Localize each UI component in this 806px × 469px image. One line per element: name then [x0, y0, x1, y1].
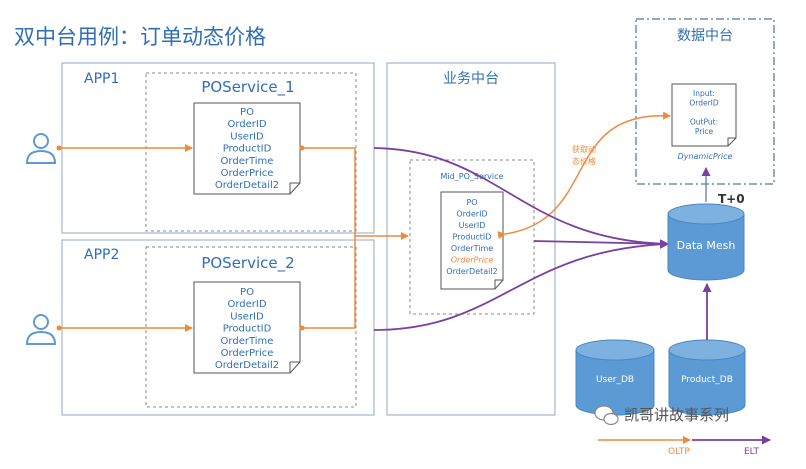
business-center-title: 业务中台 — [443, 71, 499, 87]
product-db-cylinder — [668, 339, 746, 416]
user-db-label: User_DB — [596, 375, 634, 385]
mid-doc-lines: PO OrderID UserID ProductID OrderTimeOrderPr… — [446, 198, 497, 276]
data-center-panel — [635, 18, 775, 185]
fetch-price-label-2: 态价格 — [572, 156, 596, 166]
app1-label: APP1 — [84, 71, 119, 87]
dynamic-price-caption: DynamicPrice — [678, 152, 733, 161]
doc-line: OrderID — [456, 210, 487, 219]
doc-line: OutPut: — [690, 118, 718, 127]
doc-line: UserID — [459, 221, 486, 230]
fetch-dynamic-price-arrow — [497, 111, 671, 239]
doc-line: Price — [695, 127, 714, 136]
user1-icon — [25, 133, 57, 164]
doc-line: OrderTime — [451, 244, 493, 253]
doc-line: UserID — [230, 131, 264, 142]
data-center-title: 数据中台 — [677, 28, 733, 44]
doc-line: OrderID — [689, 99, 719, 108]
user2-icon — [25, 314, 57, 345]
doc-line: OrderTime — [221, 336, 274, 347]
app1-service-title: POService_1 — [201, 78, 294, 97]
mid-doc-fold — [494, 279, 503, 289]
doc-line: PO — [240, 107, 254, 118]
doc-line: OrderPrice — [221, 168, 274, 179]
doc-line: PO — [240, 287, 254, 298]
doc-line: PO — [466, 198, 477, 207]
po1-to-mid-arrow — [302, 147, 409, 240]
app1-po-document — [193, 102, 301, 195]
wechat-logo-icon — [594, 405, 619, 426]
mid-po-service-label: Mid_PO_Service — [441, 172, 504, 181]
app2-doc-fold — [289, 361, 300, 373]
page-title: 双中台用例：订单动态价格 — [14, 25, 266, 49]
watermark-text: 凯哥讲故事系列 — [624, 406, 729, 424]
app2-label: APP2 — [84, 247, 119, 263]
fetch-price-label-1: 获取动 — [572, 144, 596, 154]
doc-line: ProductID — [223, 144, 272, 155]
doc-line: ProductID — [223, 324, 272, 335]
dp-doc-fold — [727, 137, 736, 146]
app2-service-box — [145, 246, 357, 408]
user-db-cylinder — [575, 339, 655, 416]
t0-label: T+0 — [718, 192, 745, 206]
doc-line: OrderID — [227, 299, 266, 310]
data-mesh-cylinder — [667, 203, 745, 281]
doc-line: OrderPrice — [221, 348, 274, 359]
app2-to-datamesh-arrow — [373, 239, 669, 331]
mid-to-datamesh-arrow — [533, 239, 669, 249]
data-mesh-label: Data Mesh — [677, 239, 736, 252]
doc-line: OrderID — [227, 119, 266, 130]
product-db-label: Product_DB — [681, 375, 733, 385]
app1-to-datamesh-arrow — [373, 147, 669, 249]
doc-line: Input: — [693, 89, 715, 98]
app1-service-box — [145, 72, 357, 232]
business-center-panel — [386, 62, 556, 416]
dp-doc-lines: Input:OrderID OutPut:Price — [689, 89, 719, 136]
doc-line: OrderPrice — [451, 256, 494, 265]
dynamic-price-document — [671, 83, 737, 147]
app2-service-title: POService_2 — [201, 254, 294, 273]
po2-to-mid-line — [302, 236, 356, 329]
mid-po-document — [440, 191, 504, 290]
doc-line: OrderDetail2 — [446, 267, 497, 276]
doc-line: ProductID — [453, 233, 492, 242]
doc-line: OrderTime — [221, 156, 274, 167]
doc-line: UserID — [230, 311, 264, 322]
doc-line: OrderDetail2 — [215, 180, 279, 191]
legend-oltp-label: OLTP — [668, 447, 690, 457]
doc-line: OrderDetail2 — [215, 360, 279, 371]
app1-doc-fold — [289, 182, 300, 194]
app2-po-document — [193, 281, 301, 374]
legend-elt-label: ELT — [744, 447, 759, 457]
